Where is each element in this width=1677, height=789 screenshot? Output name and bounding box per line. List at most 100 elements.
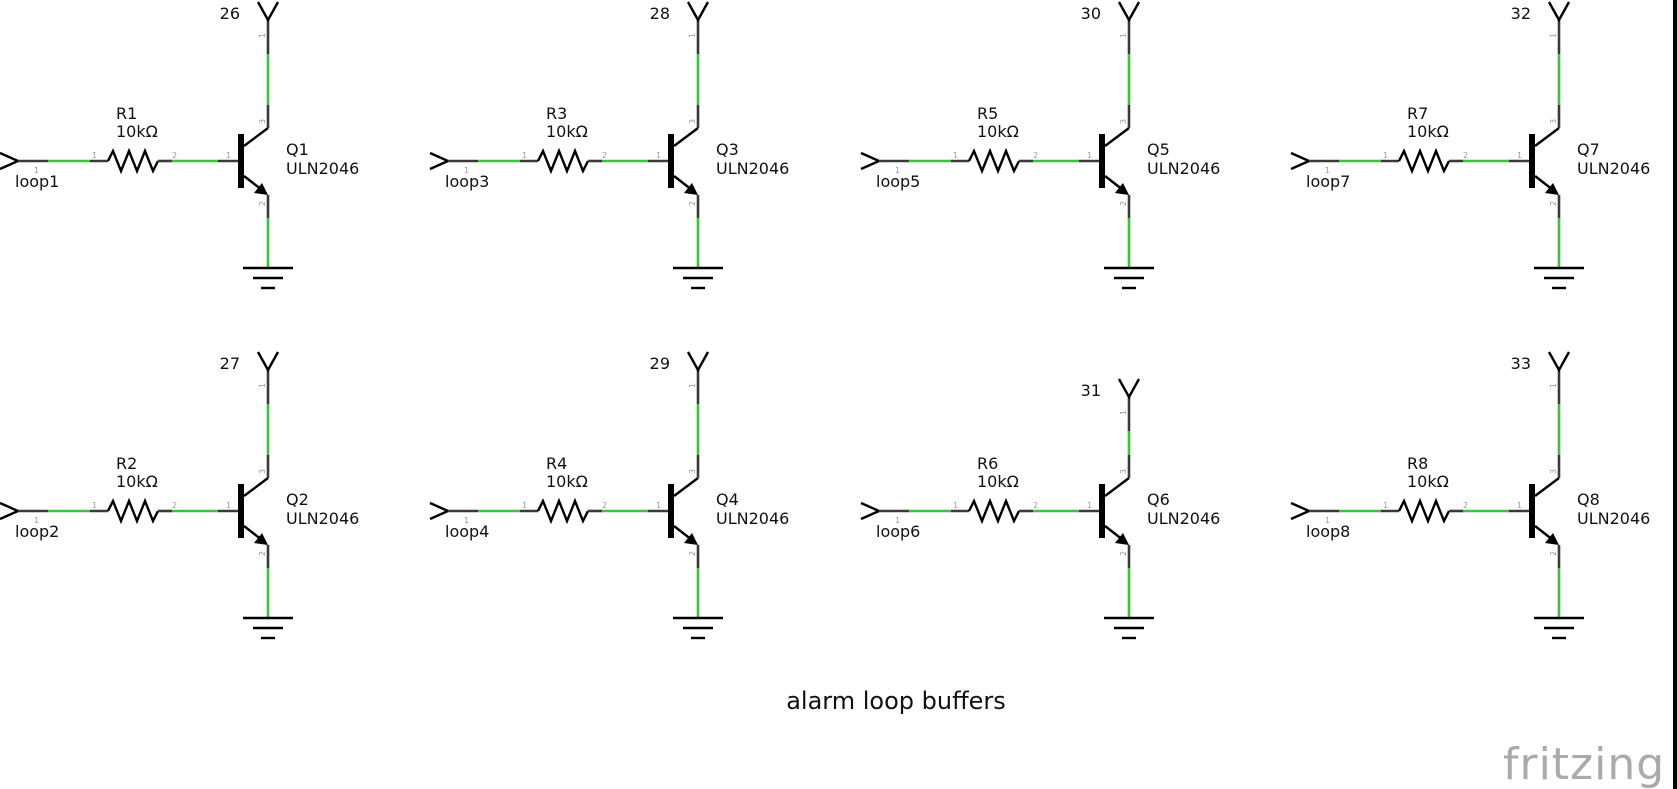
transistor-designator: Q8 xyxy=(1577,490,1600,509)
pin-number: 3 xyxy=(258,469,267,474)
pin-number: 3 xyxy=(688,469,697,474)
pin-number: 1 xyxy=(92,501,97,510)
transistor-base-bar xyxy=(1529,484,1535,538)
supply-rail-label: 33 xyxy=(1511,354,1531,373)
pin-number: 1 xyxy=(1325,166,1330,175)
pin-number: 1 xyxy=(1549,383,1558,388)
pin-number: 3 xyxy=(1549,469,1558,474)
supply-rail-label: 30 xyxy=(1081,4,1101,23)
transistor-designator: Q2 xyxy=(286,490,309,509)
net-label: loop8 xyxy=(1306,522,1350,541)
supply-rail-label: 29 xyxy=(650,354,670,373)
resistor-designator: R6 xyxy=(977,454,998,473)
transistor-designator: Q6 xyxy=(1147,490,1170,509)
resistor-value: 10kΩ xyxy=(116,122,158,141)
pin-number: 1 xyxy=(1517,151,1522,160)
net-label-connector xyxy=(860,151,882,171)
emitter-arrow-icon xyxy=(254,533,268,545)
pin-number: 1 xyxy=(464,166,469,175)
pin-number: 1 xyxy=(1087,151,1092,160)
pin-number: 1 xyxy=(1119,410,1128,415)
resistor-designator: R8 xyxy=(1407,454,1428,473)
pin-number: 3 xyxy=(688,119,697,124)
resistor-designator: R2 xyxy=(116,454,137,473)
pin-number: 2 xyxy=(172,501,177,510)
pin-number: 3 xyxy=(1119,119,1128,124)
pin-number: 1 xyxy=(522,501,527,510)
emitter-arrow-icon xyxy=(254,183,268,195)
resistor-symbol xyxy=(536,147,590,175)
transistor-base-bar xyxy=(1099,134,1105,188)
supply-rail-label: 27 xyxy=(220,354,240,373)
pin-number: 1 xyxy=(464,516,469,525)
supply-rail-label: 26 xyxy=(220,4,240,23)
pin-number: 1 xyxy=(1087,501,1092,510)
pin-number: 2 xyxy=(258,201,267,206)
resistor-value: 10kΩ xyxy=(546,472,588,491)
pin-number: 1 xyxy=(656,151,661,160)
net-label: loop6 xyxy=(876,522,920,541)
net-label-connector xyxy=(0,151,21,171)
emitter-arrow-icon xyxy=(1115,183,1129,195)
pin-number: 1 xyxy=(258,33,267,38)
pin-number: 2 xyxy=(172,151,177,160)
net-label: loop5 xyxy=(876,172,920,191)
resistor-designator: R5 xyxy=(977,104,998,123)
net-label-connector xyxy=(429,151,451,171)
emitter-arrow-icon xyxy=(684,183,698,195)
pin-number: 1 xyxy=(34,166,39,175)
pin-number: 2 xyxy=(1033,151,1038,160)
pin-number: 3 xyxy=(258,119,267,124)
supply-rail-icon xyxy=(256,351,280,373)
pin-number: 1 xyxy=(688,33,697,38)
transistor-designator: Q3 xyxy=(716,140,739,159)
collector-lead xyxy=(673,477,699,497)
resistor-designator: R3 xyxy=(546,104,567,123)
pin-number: 2 xyxy=(258,551,267,556)
resistor-value: 10kΩ xyxy=(977,122,1019,141)
pin-number: 2 xyxy=(1463,151,1468,160)
collector-lead xyxy=(1534,477,1560,497)
net-label: loop3 xyxy=(445,172,489,191)
net-label: loop4 xyxy=(445,522,489,541)
collector-lead xyxy=(1104,127,1130,147)
transistor-part: ULN2046 xyxy=(286,509,359,528)
pin-number: 2 xyxy=(688,201,697,206)
supply-rail-icon xyxy=(256,1,280,23)
transistor-base-bar xyxy=(1529,134,1535,188)
resistor-value: 10kΩ xyxy=(977,472,1019,491)
pin-number: 2 xyxy=(602,501,607,510)
pin-number: 1 xyxy=(688,383,697,388)
pin-number: 3 xyxy=(1549,119,1558,124)
net-label: loop7 xyxy=(1306,172,1350,191)
supply-rail-icon xyxy=(1117,1,1141,23)
collector-lead xyxy=(673,127,699,147)
resistor-symbol xyxy=(967,147,1021,175)
emitter-arrow-icon xyxy=(1115,533,1129,545)
supply-rail-icon xyxy=(686,1,710,23)
right-edge-bar xyxy=(1673,0,1677,789)
resistor-value: 10kΩ xyxy=(546,122,588,141)
net-label-connector xyxy=(860,501,882,521)
transistor-part: ULN2046 xyxy=(286,159,359,178)
transistor-designator: Q7 xyxy=(1577,140,1600,159)
collector-lead xyxy=(243,477,269,497)
resistor-symbol xyxy=(967,497,1021,525)
emitter-arrow-icon xyxy=(1545,533,1559,545)
pin-number: 2 xyxy=(602,151,607,160)
pin-number: 1 xyxy=(1119,33,1128,38)
transistor-part: ULN2046 xyxy=(1577,509,1650,528)
pin-number: 1 xyxy=(656,501,661,510)
pin-number: 1 xyxy=(895,516,900,525)
pin-number: 2 xyxy=(1119,551,1128,556)
supply-rail-label: 31 xyxy=(1081,381,1101,400)
transistor-base-bar xyxy=(238,134,244,188)
pin-number: 1 xyxy=(1325,516,1330,525)
schematic-title: alarm loop buffers xyxy=(786,687,1006,715)
